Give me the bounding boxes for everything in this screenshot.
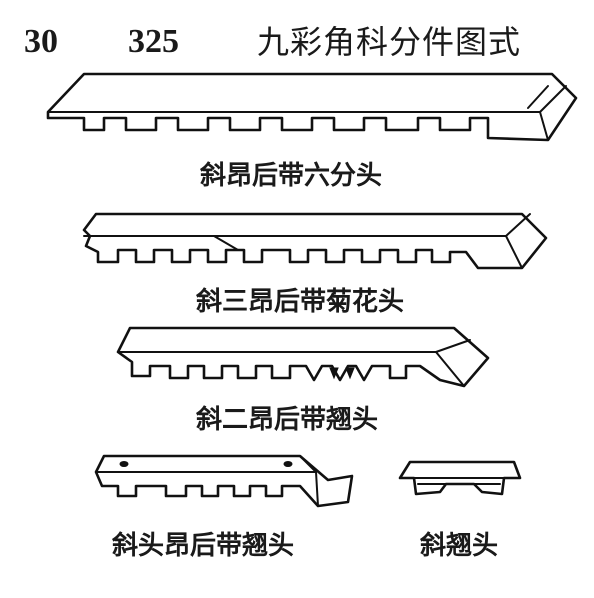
part-1-drawing: [46, 72, 578, 142]
part-3-caption: 斜二昂后带翘头: [196, 405, 379, 435]
page-title: 九彩角科分件图式: [257, 23, 522, 61]
part-4-drawing: [94, 454, 354, 508]
part-3-drawing: [116, 326, 490, 388]
part-5-drawing: [398, 460, 522, 496]
part-1-caption: 斜昂后带六分头: [200, 161, 383, 191]
part-4-caption: 斜头昂后带翘头: [112, 531, 295, 561]
figure-number: 30: [24, 23, 58, 60]
part-5-caption: 斜翘头: [420, 531, 499, 561]
page-number: 325: [128, 23, 179, 60]
part-2-caption: 斜三昂后带菊花头: [196, 287, 405, 317]
part-2-drawing: [82, 212, 548, 270]
